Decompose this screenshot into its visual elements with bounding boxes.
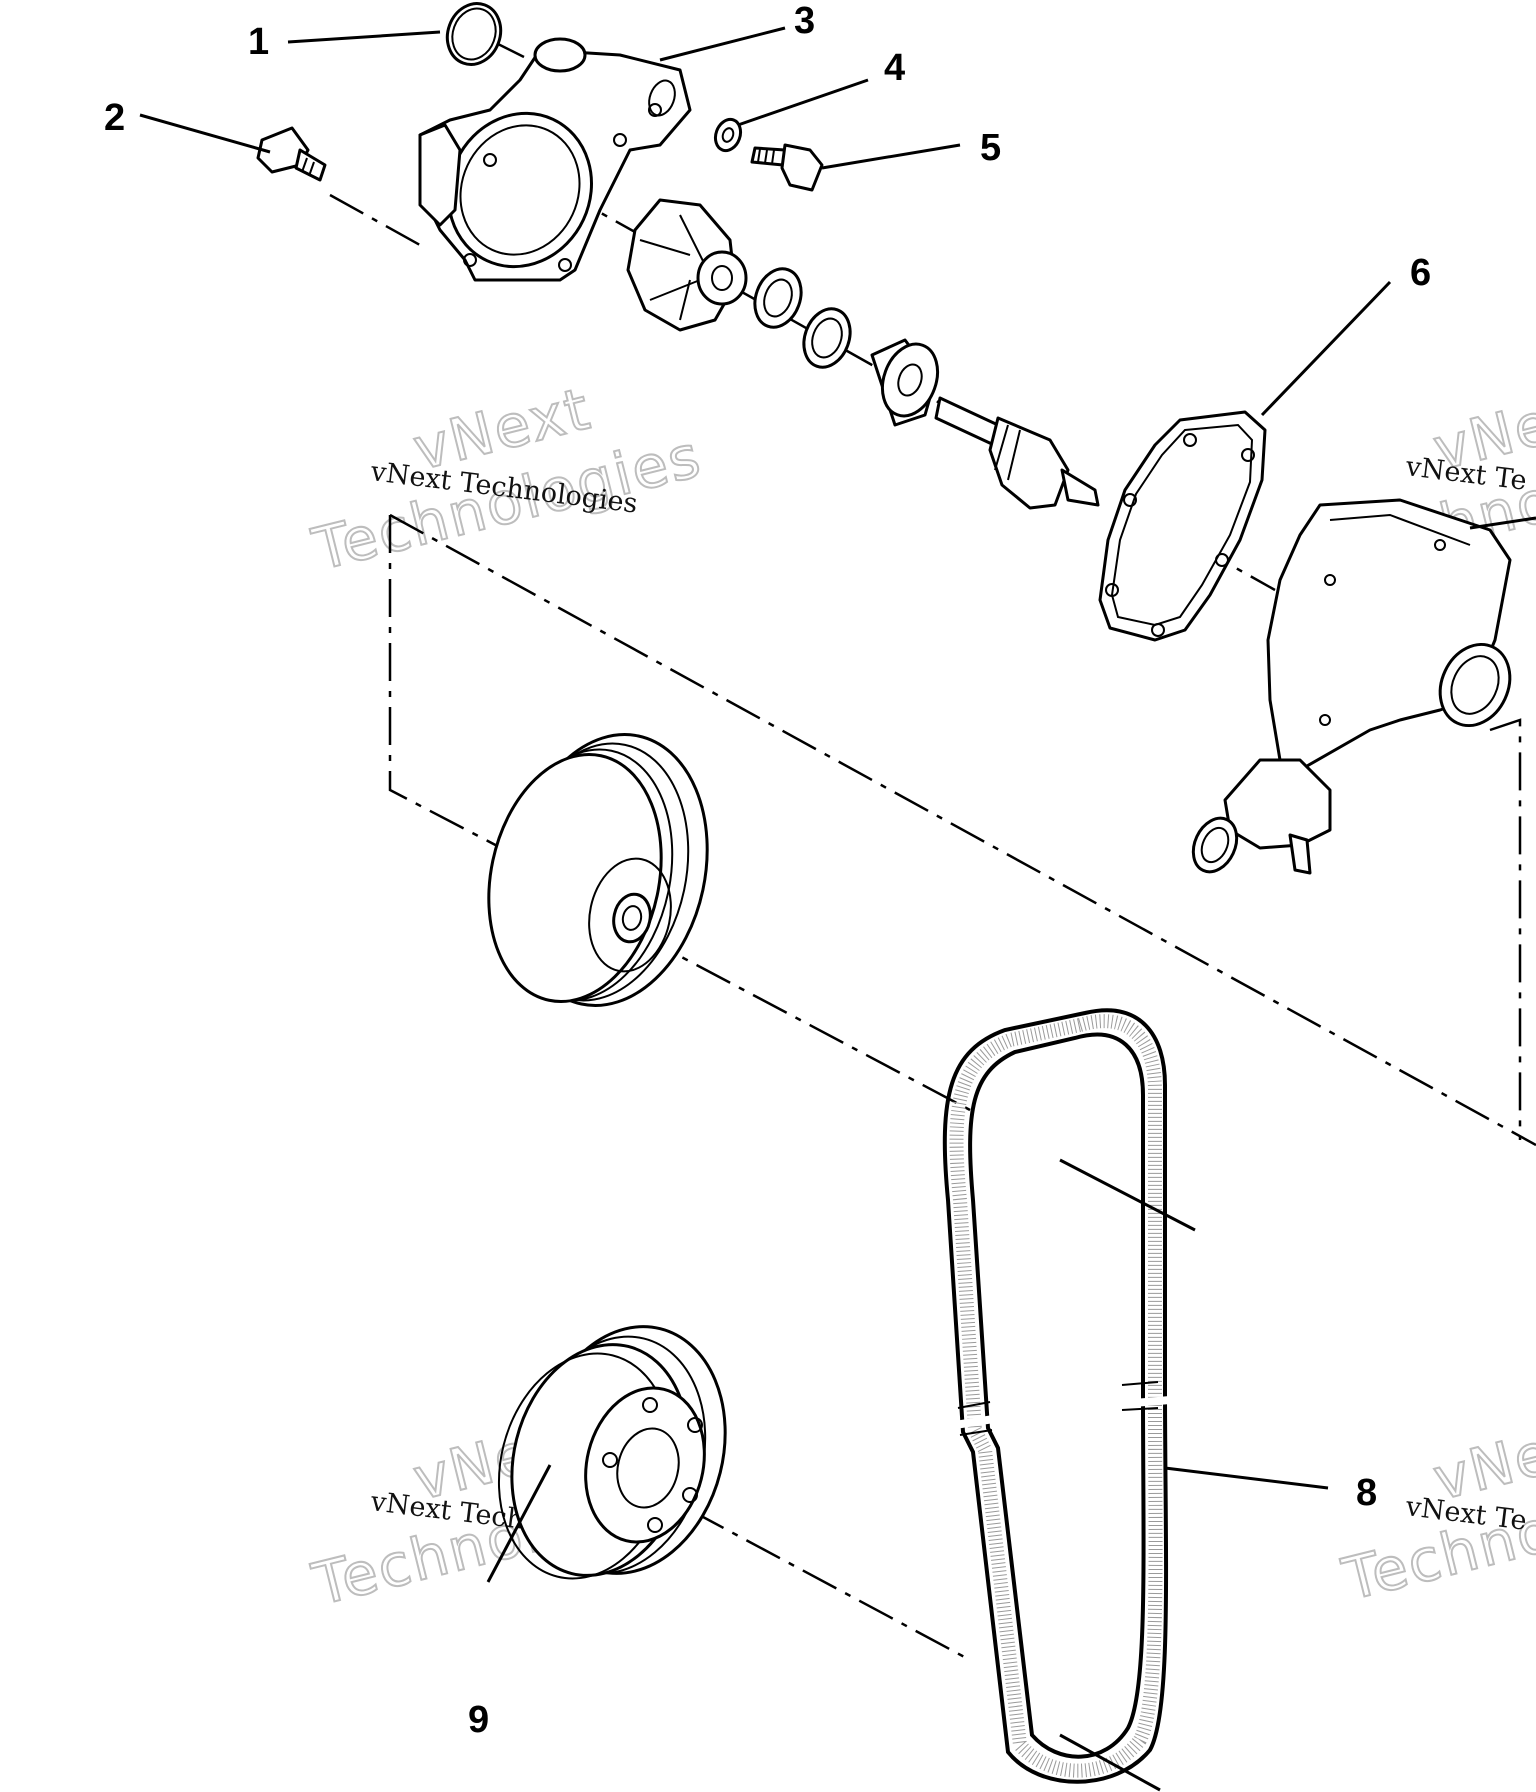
- pump-body-part: [1191, 498, 1512, 875]
- upper-pulley-part: [487, 733, 709, 1007]
- lower-pulley-part: [497, 1325, 727, 1580]
- o-ring-part: [445, 2, 503, 66]
- callout-9: 9: [468, 1699, 489, 1741]
- bearing-part: [870, 338, 940, 427]
- callout-6: 6: [1410, 252, 1431, 294]
- callout-5: 5: [980, 127, 1001, 169]
- callout-2: 2: [104, 97, 125, 139]
- leader-lines: [139, 26, 1536, 1792]
- pump-cover-part: [418, 37, 692, 282]
- callout-4: 4: [884, 47, 905, 89]
- gasket-part: [1098, 410, 1267, 642]
- shaft-part: [934, 396, 1100, 510]
- callout-1: 1: [248, 21, 269, 63]
- callout-labels: 1 2 3 4 5 6 8 9: [104, 0, 1431, 1741]
- watermark-bottom-right: vNe Techno vNext Te: [1335, 1418, 1536, 1615]
- bolt-part: [750, 143, 824, 192]
- impeller-part: [626, 198, 748, 332]
- watermark-top-left: vNext Technologies vNext Technologies: [305, 373, 709, 585]
- v-belt-part: [942, 1008, 1171, 1784]
- callout-3: 3: [794, 0, 815, 42]
- callout-8: 8: [1356, 1472, 1377, 1514]
- seal-rings-part: [753, 267, 852, 369]
- bleed-screw-part: [256, 126, 327, 182]
- assembly-axis-lines: [329, 38, 1536, 1662]
- washer-part: [713, 117, 743, 153]
